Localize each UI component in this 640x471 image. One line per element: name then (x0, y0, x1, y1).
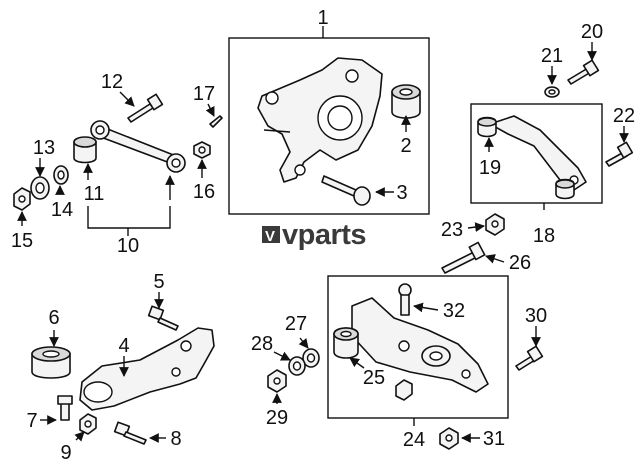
bolt-part-7[interactable] (57, 395, 73, 421)
bolt-part-22[interactable] (605, 141, 634, 167)
callout-30: 30 (525, 305, 547, 327)
callout-32: 32 (443, 300, 465, 322)
callout-18: 18 (533, 225, 555, 247)
nut-part-9[interactable] (79, 413, 97, 435)
bolt-part-20[interactable] (567, 59, 600, 85)
upper-arm-group-box (470, 103, 603, 204)
callout-23: 23 (441, 219, 463, 241)
cotter-pin-part[interactable] (209, 115, 223, 128)
knuckle-group-box (228, 37, 430, 215)
trailing-arm-bushing-part[interactable] (31, 346, 71, 379)
long-bolt-part[interactable] (321, 175, 371, 206)
lower-arm-bushing-part[interactable] (333, 327, 359, 359)
callout-3: 3 (396, 182, 407, 204)
callout-20: 20 (581, 21, 603, 43)
link-nut-part[interactable] (193, 141, 211, 159)
callout-31: 31 (483, 428, 505, 450)
callout-29: 29 (266, 407, 288, 429)
bushing-part[interactable] (391, 84, 421, 119)
lower-control-arm-part[interactable] (351, 297, 489, 393)
callout-labels: 1 2 3 4 5 6 7 8 9 10 11 12 13 14 15 16 1… (11, 7, 635, 464)
leader-lines (17, 26, 629, 443)
lower-arm-nut-part[interactable] (395, 379, 413, 401)
bolt-part-26[interactable] (441, 241, 486, 274)
callout-1: 1 (317, 7, 328, 29)
callout-17: 17 (193, 83, 215, 105)
callout-27: 27 (285, 313, 307, 335)
washer-part-21[interactable] (544, 86, 560, 98)
knuckle-part[interactable] (257, 57, 383, 183)
bolt-part-8[interactable] (113, 421, 147, 445)
washer-part-27[interactable] (302, 348, 320, 368)
nut-part-23[interactable] (485, 213, 505, 236)
callout-15: 15 (11, 230, 33, 252)
callout-21: 21 (541, 45, 563, 67)
callout-14: 14 (51, 199, 73, 221)
callout-16: 16 (193, 181, 215, 203)
nut-part-31[interactable] (439, 427, 459, 450)
bolt-part-30[interactable] (515, 345, 544, 371)
washer-part-28[interactable] (288, 356, 306, 376)
callout-25: 25 (363, 367, 385, 389)
callout-4: 4 (118, 335, 129, 357)
nut-part-15[interactable] (13, 187, 31, 211)
callout-10: 10 (117, 235, 139, 257)
trailing-arm-part[interactable] (79, 327, 215, 411)
stabilizer-link-part[interactable] (398, 283, 412, 316)
upper-arm-part[interactable] (489, 115, 587, 191)
callout-9: 9 (60, 442, 71, 464)
callout-8: 8 (170, 428, 181, 450)
callout-26: 26 (509, 252, 531, 274)
upper-arm-bushing-part-2[interactable] (555, 178, 575, 200)
callout-11: 11 (84, 183, 105, 205)
link-bolt-part[interactable] (127, 93, 164, 123)
callout-24: 24 (403, 429, 425, 451)
callout-2: 2 (400, 135, 411, 157)
lateral-link-part[interactable] (90, 120, 186, 173)
callout-12: 12 (101, 71, 123, 93)
vparts-logo: V vparts (262, 219, 367, 251)
callout-28: 28 (251, 333, 273, 355)
washer-part-13[interactable] (30, 176, 50, 200)
washer-part-14[interactable] (53, 165, 69, 185)
callout-19: 19 (479, 157, 501, 179)
callout-6: 6 (48, 307, 59, 329)
callout-22: 22 (613, 105, 635, 127)
upper-arm-bushing-part[interactable] (477, 116, 497, 138)
nut-part-29[interactable] (267, 369, 287, 393)
callout-7: 7 (26, 410, 37, 432)
link-bushing-part[interactable] (73, 136, 97, 164)
callout-5: 5 (153, 271, 164, 293)
logo-mark-box (262, 226, 280, 243)
callout-13: 13 (33, 137, 55, 159)
lower-arm-group-box (327, 275, 509, 419)
bolt-part-5[interactable] (147, 305, 179, 331)
logo-text: vparts (282, 219, 366, 251)
logo-mark: V (265, 228, 275, 245)
